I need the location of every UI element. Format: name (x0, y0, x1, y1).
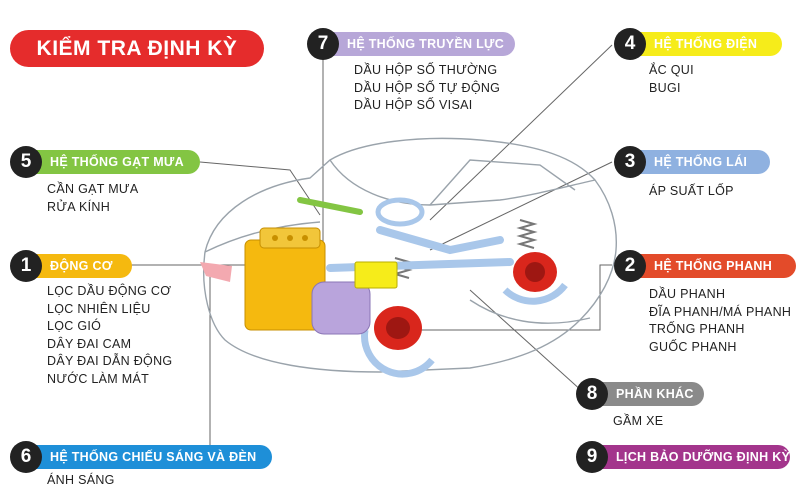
brake-items: DẦU PHANH ĐĨA PHANH/MÁ PHANH TRỐNG PHANH… (649, 286, 791, 356)
headlight (200, 262, 232, 282)
section-label: HỆ THỐNG CHIẾU SÁNG VÀ ĐÈN (28, 445, 272, 469)
number-badge: 2 (614, 250, 646, 282)
number-badge: 9 (576, 441, 608, 473)
number-badge: 5 (10, 146, 42, 178)
section-label: HỆ THỐNG GẠT MƯA (28, 150, 200, 174)
number-badge: 7 (307, 28, 339, 60)
list-item: ÁP SUẤT LỐP (649, 184, 734, 198)
connector-lines (120, 44, 613, 450)
engine (244, 227, 371, 335)
engine-items: LỌC DẦU ĐỘNG CƠ LỌC NHIÊN LIỆU LỌC GIÓ D… (47, 283, 172, 388)
list-item: LỌC DẦU ĐỘNG CƠ (47, 284, 172, 298)
list-item: LỌC NHIÊN LIỆU (47, 301, 151, 316)
list-item: TRỐNG PHANH (649, 322, 745, 336)
list-item: DẦU PHANH (649, 287, 726, 301)
wiper (297, 197, 363, 215)
list-item: DÂY ĐAI DẪN ĐỘNG (47, 354, 173, 368)
list-item: DÂY ĐAI CAM (47, 336, 132, 351)
section-label: PHẦN KHÁC (594, 382, 704, 406)
other-items: GẦM XE (613, 413, 663, 431)
number-badge: 3 (614, 146, 646, 178)
list-item: LỌC GIÓ (47, 319, 102, 333)
steering-items: ÁP SUẤT LỐP (649, 183, 734, 201)
list-item: DẦU HỘP SỐ THƯỜNG (354, 63, 498, 77)
section-label: LỊCH BẢO DƯỠNG ĐỊNH KỲ (594, 445, 790, 469)
car-body (203, 137, 617, 373)
connector-4 (429, 44, 613, 221)
section-label: HỆ THỐNG PHANH (632, 254, 796, 278)
list-item: RỬA KÍNH (47, 199, 111, 214)
wheels (361, 252, 568, 378)
connector-3 (429, 161, 613, 251)
connector-8 (469, 289, 584, 393)
connector-2 (420, 264, 612, 331)
list-item: GẦM XE (613, 414, 664, 428)
connector-5 (199, 161, 321, 216)
electric-items: ẮC QUI BUGI (649, 62, 694, 97)
battery (354, 261, 398, 289)
list-item: DẦU HỘP SỐ TỰ ĐỘNG (354, 80, 501, 95)
number-badge: 1 (10, 250, 42, 282)
section-label: HỆ THỐNG ĐIỆN (632, 32, 782, 56)
list-item: GUỐC PHANH (649, 339, 737, 354)
section-label: ĐỘNG CƠ (28, 254, 132, 278)
section-label: HỆ THỐNG LÁI (632, 150, 770, 174)
list-item: ÁNH SÁNG (47, 473, 115, 487)
list-item: BUGI (649, 80, 681, 95)
number-badge: 8 (576, 378, 608, 410)
list-item: ẮC QUI (649, 63, 694, 77)
list-item: NƯỚC LÀM MÁT (47, 371, 150, 386)
list-item: CẦN GẠT MƯA (47, 182, 139, 196)
number-badge: 4 (614, 28, 646, 60)
section-label: HỆ THỐNG TRUYỀN LỰC (325, 32, 515, 56)
list-item: ĐĨA PHANH/MÁ PHANH (649, 304, 792, 319)
number-badge: 6 (10, 441, 42, 473)
lighting-items: ÁNH SÁNG (47, 472, 115, 490)
page-title: KIỂM TRA ĐỊNH KỲ (10, 30, 264, 67)
transmission-items: DẦU HỘP SỐ THƯỜNG DẦU HỘP SỐ TỰ ĐỘNG DẦU… (354, 62, 500, 115)
list-item: DẦU HỘP SỐ VISAI (354, 98, 473, 112)
wiper-items: CẦN GẠT MƯA RỬA KÍNH (47, 181, 139, 216)
